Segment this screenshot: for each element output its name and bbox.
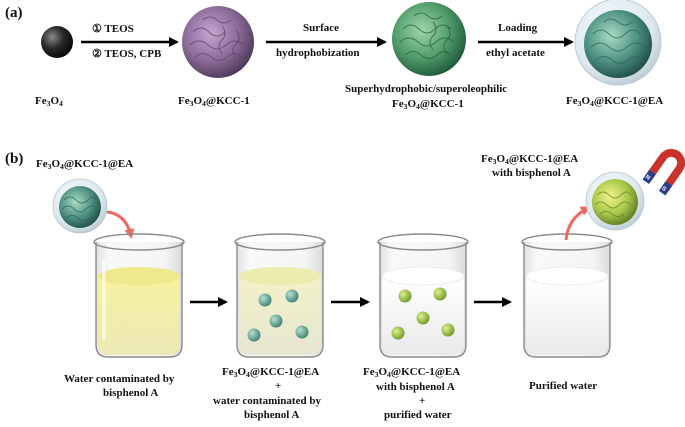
bpa-small-particle <box>391 326 405 340</box>
step2-line2: hydrophobization <box>276 47 360 59</box>
ea-particle-top-left <box>52 178 108 234</box>
bpa-small-particle <box>416 311 430 325</box>
red-curved-arrow-out <box>564 206 591 241</box>
magnet-pole-s: S <box>660 186 667 193</box>
beaker2-caption-1: Fe3O4@KCC-1@EA <box>222 366 320 379</box>
step1-text-1: TEOS <box>104 23 134 35</box>
ea-small-particle <box>269 314 283 328</box>
label-topleft-ea: Fe3O4@KCC-1@EA <box>36 158 134 171</box>
step1-marker-2: ② <box>92 48 102 60</box>
step3-line1: Loading <box>498 22 538 34</box>
step3-line2: ethyl acetate <box>486 47 545 59</box>
beaker-4 <box>521 233 613 358</box>
beaker-3 <box>377 233 469 358</box>
red-curved-arrow-in <box>106 210 135 239</box>
beaker2-caption-4: bisphenol A <box>244 409 300 421</box>
panel-a-label: (a) <box>5 5 23 21</box>
beaker3-caption-2: with bisphenol A <box>376 381 455 393</box>
step1-marker-1: ① <box>92 23 102 35</box>
horseshoe-magnet-icon: N S <box>642 148 685 196</box>
label-fe3o4-kcc1-hydrophobic: Fe3O4@KCC-1 <box>392 98 464 111</box>
ea-small-particle <box>295 325 309 339</box>
step1-line2: ② TEOS, CPB <box>92 47 161 60</box>
label-fe3o4-kcc1-ea: Fe3O4@KCC-1@EA <box>566 95 664 108</box>
step1-line1: ① TEOS <box>92 22 134 35</box>
label-topright-bpa: with bisphenol A <box>492 167 571 179</box>
fe3o4-kcc1-ea-particle <box>574 0 662 86</box>
bpa-loaded-particle <box>585 171 645 231</box>
beaker3-caption-4: purified water <box>384 409 452 421</box>
beaker1-caption-2: bisphenol A <box>103 387 159 399</box>
step1-text-2: TEOS, CPB <box>104 48 162 60</box>
ea-small-particle <box>247 328 261 342</box>
bpa-small-particle <box>398 289 412 303</box>
step2-line1: Surface <box>303 22 340 34</box>
label-topright-ea: Fe3O4@KCC-1@EA <box>481 153 579 166</box>
beaker3-caption-plus: + <box>419 395 426 407</box>
fe3o4-kcc1-purple-particle <box>182 6 254 78</box>
beaker-1 <box>93 233 185 358</box>
beaker3-caption-1: Fe3O4@KCC-1@EA <box>363 366 461 379</box>
bpa-small-particle <box>433 287 447 301</box>
fe3o4-kcc1-green-particle <box>392 2 466 76</box>
ea-small-particle <box>258 293 272 307</box>
fe3o4-core-particle <box>41 26 73 58</box>
label-fe3o4: Fe3O4 <box>35 95 63 108</box>
beaker-2 <box>234 233 326 358</box>
label-fe3o4-kcc1: Fe3O4@KCC-1 <box>178 95 250 108</box>
label-superhydrophobic: Superhydrophobic/superoleophilic <box>345 83 508 95</box>
ea-small-particle <box>285 289 299 303</box>
beaker4-caption: Purified water <box>529 380 598 392</box>
beaker2-caption-plus: + <box>275 380 282 392</box>
magnet-pole-n: N <box>644 174 651 181</box>
beaker1-caption-1: Water contaminated by <box>64 373 175 385</box>
bpa-small-particle <box>441 323 455 337</box>
beaker2-caption-3: water contaminated by <box>213 395 321 407</box>
panel-b-label: (b) <box>5 151 24 167</box>
